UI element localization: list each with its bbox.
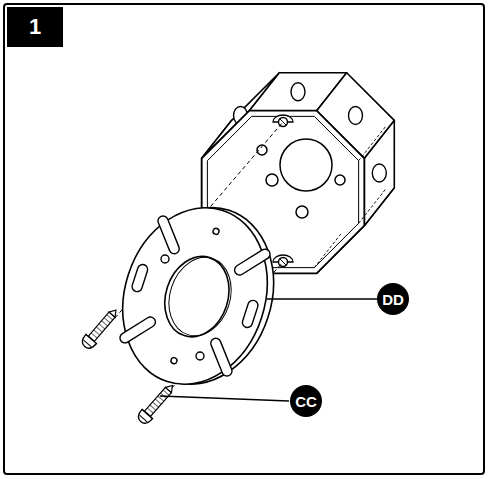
mounting-plate: [101, 187, 296, 405]
callout-label: CC: [290, 385, 322, 417]
callout-label-text: CC: [295, 394, 317, 409]
step-number-text: 1: [29, 16, 41, 38]
leader-lines: [160, 299, 377, 401]
step-number: 1: [7, 7, 63, 47]
screw: [79, 306, 121, 352]
frame: [4, 4, 484, 474]
screw: [135, 381, 177, 426]
callout-label: DD: [377, 283, 409, 315]
plate-screw-holes: [161, 255, 204, 360]
callout-label-text: DD: [382, 292, 404, 307]
